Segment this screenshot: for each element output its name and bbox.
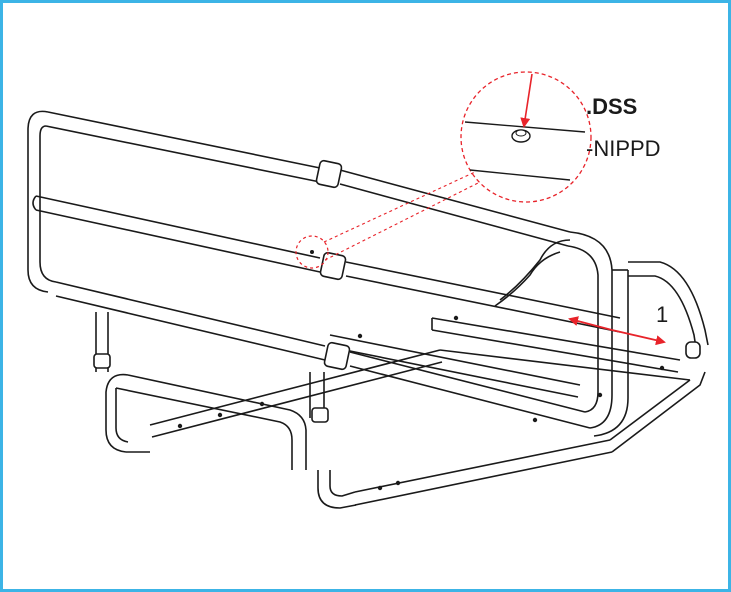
press-arrow-icon — [520, 73, 533, 128]
zoom-source-circle — [295, 235, 329, 269]
bolt-holes — [177, 315, 665, 491]
detail-callout — [295, 71, 592, 269]
slide-arrow-right-icon — [611, 329, 666, 346]
slide-direction: 1 — [568, 302, 668, 346]
tube-sleeves — [93, 159, 701, 423]
backrest-frame — [27, 110, 709, 437]
slide-arrow-left-icon — [568, 316, 613, 331]
step-number: 1 — [656, 302, 668, 327]
base-frame — [95, 312, 706, 509]
zoom-leader-line — [323, 171, 476, 243]
callout-title: .DSS — [586, 94, 637, 119]
callout-subtitle: -NIPPD — [586, 136, 661, 161]
